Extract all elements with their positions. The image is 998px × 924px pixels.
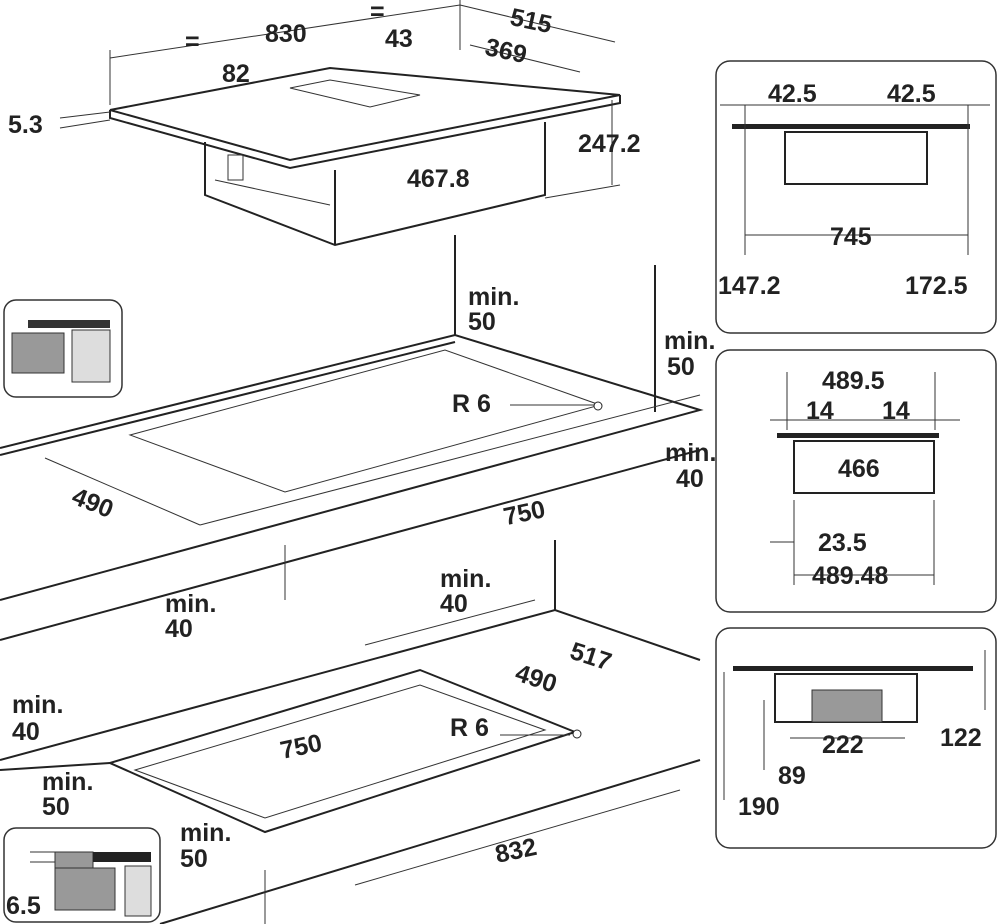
right-margin-label: 42.5 bbox=[887, 80, 936, 108]
height-122-label: 122 bbox=[940, 724, 982, 752]
min-back-value-2: 40 bbox=[440, 590, 468, 618]
box-745-label: 745 bbox=[830, 223, 872, 251]
outlet-width-label: 222 bbox=[822, 731, 864, 759]
surface-mount-icon bbox=[3, 299, 123, 398]
min-wall-label-1: min. bbox=[664, 327, 715, 355]
depth-490-label-1: 490 bbox=[68, 482, 117, 524]
min-bottom-label-2: min. bbox=[180, 819, 231, 847]
box-width-label: 467.8 bbox=[407, 165, 470, 193]
vent-left-label: 82 bbox=[222, 60, 250, 88]
flush-thickness-label: 6.5 bbox=[6, 892, 41, 920]
side-view-panel-2 bbox=[715, 349, 997, 613]
min-front-value-2: 50 bbox=[42, 793, 70, 821]
right-14-label: 14 bbox=[882, 397, 910, 425]
min-left-value-2: 40 bbox=[12, 718, 40, 746]
min-front-value-1: 40 bbox=[165, 615, 193, 643]
vent-offset-label: 43 bbox=[385, 25, 413, 53]
radius-label-1: R 6 bbox=[452, 390, 491, 418]
min-front-label-1: min. bbox=[165, 590, 216, 618]
min-left-label-2: min. bbox=[12, 691, 63, 719]
min-side-label-1: min. bbox=[665, 439, 716, 467]
flush-mount-icon bbox=[3, 827, 161, 923]
depth-515-label: 515 bbox=[508, 3, 555, 39]
width-830-label: 830 bbox=[265, 20, 307, 48]
outlet-89-label: 89 bbox=[778, 762, 806, 790]
hob-perspective bbox=[59, 0, 621, 247]
vent-depth-label: 369 bbox=[483, 33, 530, 69]
glass-thickness-label: 5.3 bbox=[8, 111, 43, 139]
depth-490-label-2: 490 bbox=[512, 659, 560, 699]
cutout-2-drawing bbox=[0, 540, 701, 924]
offset-23-5-label: 23.5 bbox=[818, 529, 867, 557]
min-back-label-1: min. bbox=[468, 283, 519, 311]
left-height-label: 147.2 bbox=[718, 272, 781, 300]
min-back-label-2: min. bbox=[440, 565, 491, 593]
box-466-label: 466 bbox=[838, 455, 880, 483]
eq-right-label: = bbox=[370, 0, 385, 26]
left-margin-label: 42.5 bbox=[768, 80, 817, 108]
width-750-label-1: 750 bbox=[501, 495, 548, 531]
min-bottom-value-2: 50 bbox=[180, 845, 208, 873]
outer-width-832-label: 832 bbox=[493, 833, 540, 869]
total-489-5-label: 489.5 bbox=[822, 367, 885, 395]
min-wall-value-1: 50 bbox=[667, 353, 695, 381]
radius-label-2: R 6 bbox=[450, 714, 489, 742]
min-front-label-2: min. bbox=[42, 768, 93, 796]
outer-depth-517-label: 517 bbox=[567, 637, 615, 677]
right-height-label: 172.5 bbox=[905, 272, 968, 300]
height-190-label: 190 bbox=[738, 793, 780, 821]
left-14-label: 14 bbox=[806, 397, 834, 425]
eq-left-label: = bbox=[185, 28, 200, 56]
cutout-1-drawing bbox=[0, 235, 704, 641]
width-750-label-2: 750 bbox=[278, 729, 325, 765]
min-side-value-1: 40 bbox=[676, 465, 704, 493]
min-back-value-1: 50 bbox=[468, 308, 496, 336]
bottom-489-48-label: 489.48 bbox=[812, 562, 889, 590]
total-height-label: 247.2 bbox=[578, 130, 641, 158]
